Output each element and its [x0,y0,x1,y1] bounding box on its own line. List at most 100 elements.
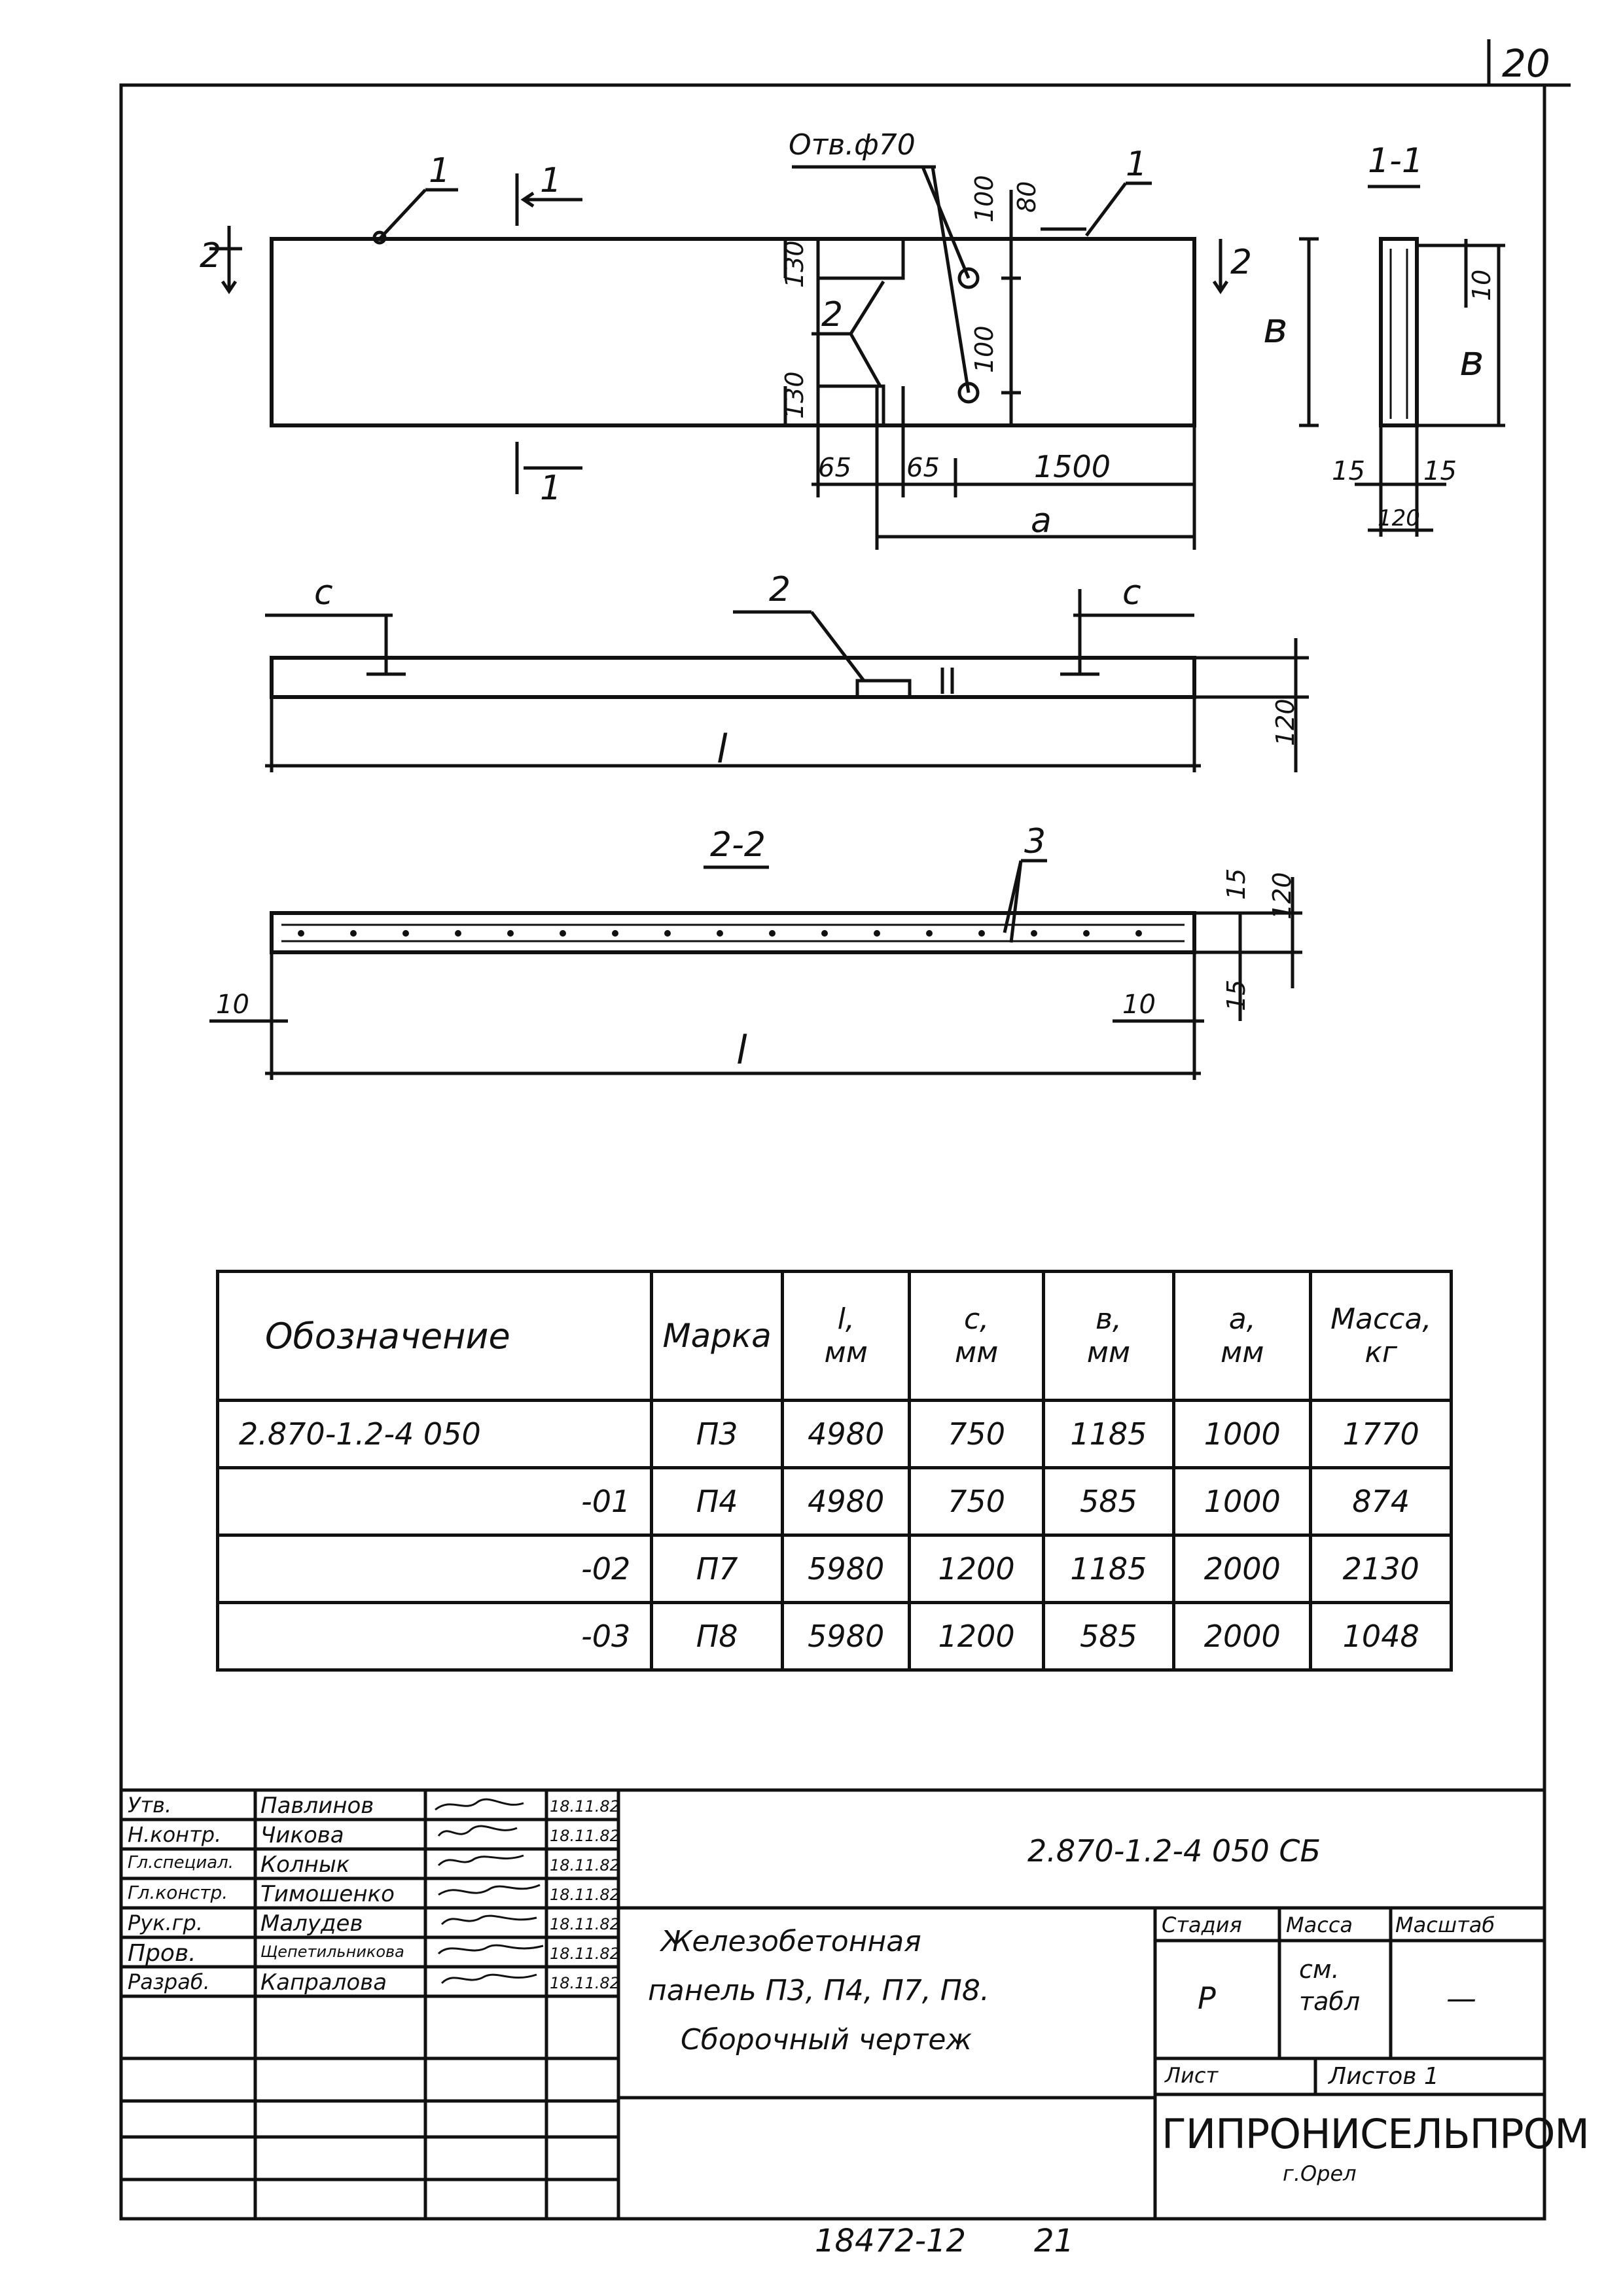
dim-120-s22: 120 [1268,872,1296,920]
section-1-1-marker-bottom: 1 [540,469,562,508]
header-a: a, мм [1172,1270,1313,1402]
sig-role: Н.контр. [128,1822,222,1847]
callout-2-plan: 2 [821,295,844,334]
cell-designation: -02 [215,1534,654,1604]
sig-date: 18.11.82 [550,1915,620,1933]
cell-b: 585 [1041,1601,1176,1672]
cell-c: 750 [908,1399,1045,1469]
cell-mass: 874 [1309,1466,1453,1537]
cell-a: 1000 [1172,1399,1313,1469]
sig-date: 18.11.82 [550,1974,620,1992]
table-row: -03 П8 5980 1200 585 2000 1048 [215,1601,1453,1672]
cell-c: 1200 [908,1534,1045,1604]
header-mass: Масса, кг [1309,1270,1453,1402]
signature-marks [435,1798,544,1984]
table-row: -01 П4 4980 750 585 1000 874 [215,1466,1453,1537]
sheet-frame [119,83,1546,2221]
cell-mass: 1770 [1309,1399,1453,1469]
sig-role: Гл.специал. [128,1853,234,1873]
sig-role: Гл.констр. [128,1882,228,1903]
dim-10-right-s22: 10 [1122,990,1156,1020]
spec-header-row: Обозначение Марка l, мм c, мм в, мм a, м… [215,1270,1453,1402]
cell-mark: П3 [650,1399,784,1469]
dim-80: 80 [1012,181,1041,213]
cell-mass: 2130 [1309,1534,1453,1604]
dim-10-left-s22: 10 [216,990,249,1020]
cell-a: 2000 [1172,1601,1313,1672]
sheet-label: Лист [1165,2063,1219,2088]
dim-120-s11: 120 [1378,505,1420,531]
mass-label: Масса [1286,1912,1353,1937]
sig-role: Пров. [128,1940,196,1967]
sig-name: Колнык [260,1852,350,1878]
cell-a: 2000 [1172,1534,1313,1604]
sig-date: 18.11.82 [550,1945,620,1963]
org-city: г.Орел [1283,2161,1357,2186]
dim-130-bottom: 130 [780,371,809,419]
dim-c-left: c [314,573,333,613]
section-2-2-title: 2-2 [710,825,766,865]
cell-l: 4980 [780,1399,912,1469]
sig-name: Тимошенко [260,1881,395,1907]
scale-label: Масштаб [1395,1912,1495,1937]
cell-c: 750 [908,1466,1045,1537]
dim-15-right-s11: 15 [1423,456,1457,486]
stage-value: Р [1198,1981,1216,2016]
section-1-1-marker-top: 1 [540,161,562,200]
doc-code: 2.870-1.2-4 050 СБ [1027,1833,1321,1869]
sig-date: 18.11.82 [550,1827,620,1845]
sheets-label: Листов 1 [1329,2063,1439,2090]
scale-value: — [1446,1981,1476,2016]
panel-plan-outline [270,237,1196,427]
dim-15-bottom-s22: 15 [1222,979,1251,1011]
cell-designation: -03 [215,1601,654,1672]
spec-table: Обозначение Марка l, мм c, мм в, мм a, м… [215,1270,1453,1672]
cell-b: 585 [1041,1466,1176,1537]
dim-a: a [1031,501,1052,541]
section-2-2-outline [270,911,1196,954]
cell-mark: П4 [650,1466,784,1537]
sig-date: 18.11.82 [550,1886,620,1904]
archive-number: 18472-12 [815,2223,967,2259]
cell-mass: 1048 [1309,1601,1453,1672]
panel-side-outline [270,656,1196,699]
stage-label: Стадия [1162,1912,1242,1937]
dim-1500: 1500 [1034,449,1111,484]
header-c: c, мм [908,1270,1045,1402]
sig-date: 18.11.82 [550,1797,620,1816]
cell-b: 1185 [1041,1534,1176,1604]
cell-mark: П8 [650,1601,784,1672]
dim-65-right: 65 [906,453,940,483]
cell-c: 1200 [908,1601,1045,1672]
table-row: 2.870-1.2-4 050 П3 4980 750 1185 1000 17… [215,1399,1453,1469]
sig-name: Чикова [260,1822,344,1848]
sig-role: Утв. [128,1793,172,1818]
dim-15-top-s22: 15 [1222,868,1251,900]
sig-name: Капралова [260,1969,387,1996]
dim-100-top: 100 [970,175,999,223]
header-designation: Обозначение [215,1270,654,1402]
dim-130-top: 130 [780,240,809,288]
mass-value: см. табл [1299,1955,1361,2017]
section-1-1-title: 1-1 [1368,141,1423,181]
title-line-1: Железобетонная [661,1925,921,1958]
sig-role: Рук.гр. [128,1910,204,1935]
sig-name: Малудев [260,1910,363,1937]
page-number: 21 [1034,2223,1075,2259]
dim-10-s11: 10 [1467,269,1496,301]
cell-a: 1000 [1172,1466,1313,1537]
dim-15-left-s11: 15 [1332,456,1365,486]
dim-b-plan: в [1263,304,1288,353]
callout-1-right: 1 [1126,145,1148,184]
cell-l: 5980 [780,1534,912,1604]
sig-name: Павлинов [260,1793,374,1819]
callout-2-side: 2 [769,570,791,609]
dim-b-s11: в [1459,337,1484,386]
dim-120-side: 120 [1271,698,1300,746]
hole-label: Отв.ф70 [789,128,916,162]
dim-l-side: l [717,726,728,772]
section-2-2-marker-right: 2 [1230,243,1253,282]
section-2-2-marker-left: 2 [200,236,222,276]
org-name: ГИПРОНИСЕЛЬПРОМ [1162,2110,1590,2158]
cell-l: 5980 [780,1601,912,1672]
